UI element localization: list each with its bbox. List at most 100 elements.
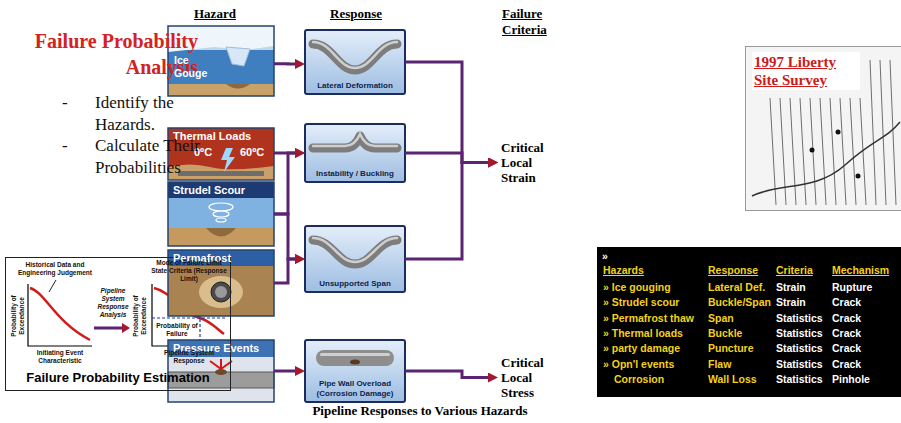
table-panel [597,247,901,397]
table-cell: Rupture [832,281,872,294]
criteria-text: Critical Local Strain [498,140,562,185]
pipe-bore [215,286,227,298]
vortex [209,203,233,211]
table-cell: » Permafrost thaw [603,312,694,325]
pipe [313,240,397,264]
pressure-arrows [210,359,232,369]
buried-pipe [178,171,264,176]
table-cell: Span [708,312,734,325]
water [168,198,274,228]
table-cell: » party damage [603,342,680,355]
chart-label: Historical Data and Engineering Judgemen… [12,261,98,277]
response-box-text: Instability / Buckling [307,169,403,179]
table-cell: Wall Loss [708,373,757,386]
table-cell: Statistics [776,342,823,355]
bullet-text: Identify the Hazards. [95,92,223,136]
connector [274,259,297,283]
criteria-text-text: Critical Local Strain [498,140,562,185]
table-cell: Pinhole [832,373,870,386]
survey-point [810,148,815,153]
connector [274,62,297,65]
table-cell: Statistics [776,358,823,371]
axis-label: Probability of Exceedance [10,286,26,346]
corrosion-pit [215,369,227,375]
chart-axes [28,284,92,346]
figure-caption: Pipeline Responses to Various Hazards [290,403,550,419]
criteria-text-text: Critical Local Stress [498,355,562,400]
criteria-text: Critical Local Stress [498,355,562,400]
response-box-text: Lateral Deformation [307,81,403,91]
thaw-bulb [199,276,243,308]
vortex [213,211,229,217]
bullet-text: Calculate Their Probabilities [95,135,223,179]
leader-line [49,280,56,292]
table-cell: Lateral Def. [708,281,765,294]
estimation-panel-text: Failure Probability Estimation [6,370,230,386]
table-cell: Puncture [708,342,754,355]
table-cell: Crack [832,327,861,340]
column-header: Response [330,6,382,22]
hazard-box-text: Strudel Scour [173,184,245,197]
survey-point [836,130,841,135]
sea-water [168,50,274,84]
response-box-text: Unsupported Span [307,279,403,289]
axis-label: Initiating Event Characteristic [20,349,100,365]
response-frame [305,340,405,402]
ice-keel [226,47,250,66]
table-cell: Crack [832,342,861,355]
column-header: Hazard [194,6,236,22]
survey-map [745,46,901,211]
response-box: Instability / Buckling [305,124,405,182]
hazard-box-text: 60ºC [240,146,264,159]
corrosion-spot [350,360,360,365]
table-header: Hazards [603,264,644,277]
table-cell: Corrosion [614,373,664,386]
axis-label: Probability of Exceedance [132,286,148,346]
hazard-box-text: Ice Gouge [174,54,214,80]
table-cell: » Ice gouging [603,281,671,294]
table-cell: Buckle [708,327,742,340]
response-box: Lateral Deformation [305,30,405,94]
table-cell: » Strudel scour [603,296,679,309]
table-mark: » [602,250,608,263]
survey-point [856,174,861,179]
connector [405,163,490,260]
pipe-section [211,282,231,302]
bullet-dash: - [62,92,68,114]
response-frame [305,226,405,292]
connector [405,371,490,378]
pipe-highlight [313,238,397,262]
buckling-picture [305,124,405,182]
table-cell: Flaw [708,358,731,371]
pipe-highlight [313,134,397,146]
gouge-trench [226,84,250,89]
connector [274,153,297,214]
chart-label: Mode of Failure Limit State Criteria (Re… [150,259,228,283]
table-cell: » Thermal loads [603,327,683,340]
table-cell: » Opn'l events [603,358,674,371]
exceedance-curve [30,288,90,340]
strudel-scour-picture [168,182,274,246]
column-header: Failure Criteria [502,6,564,38]
pipe [316,350,394,366]
connector [274,214,297,259]
bullet-dash: - [62,135,68,157]
table-cell: Crack [832,358,861,371]
connector [405,62,490,163]
map-ground [745,46,901,211]
seabed [168,84,274,96]
hazard-box: Ice Gouge [168,26,274,96]
scour-hole [206,228,236,237]
lightning-bolt [221,148,235,172]
page-title: Failure Probability Analysis [10,28,198,80]
table-cell: Strain [776,296,806,309]
response-box: Pipe Wall Overload (Corrosion Damage) [305,340,405,402]
hazard-box: Strudel Scour [168,182,274,246]
seabed [168,228,274,246]
response-frame [305,30,405,94]
table-cell: Strain [776,281,806,294]
axis-label: Pipeline System Response [150,349,228,365]
ice-strip [168,182,274,198]
table-cell: Crack [832,296,861,309]
